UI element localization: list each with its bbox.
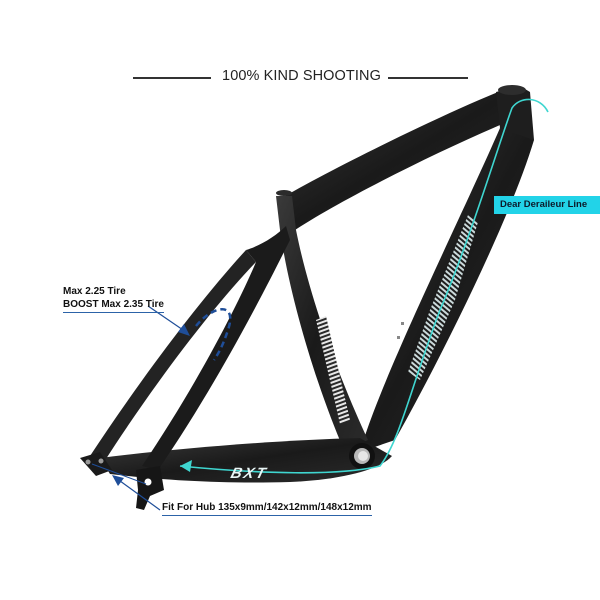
- hub-arrow-line: [115, 477, 161, 511]
- top-tube: [278, 92, 512, 232]
- bottom-bracket-bore: [358, 451, 368, 461]
- headline-rule-left: [133, 77, 211, 79]
- tire-clearance-curve: [195, 308, 232, 361]
- hub-arrow-head: [112, 475, 124, 486]
- dropout-hole: [144, 478, 152, 486]
- hub-spec-label: Fit For Hub 135x9mm/142x12mm/148x12mm: [162, 502, 372, 516]
- seat-stay-right: [142, 226, 290, 470]
- tire-arrow-line: [147, 305, 187, 333]
- derailleur-arrow-head: [180, 460, 192, 472]
- tire-clearance-line2: BOOST Max 2.35 Tire: [63, 298, 164, 313]
- bottle-bolt: [397, 336, 400, 339]
- dropout-bolt: [85, 459, 91, 465]
- headline-rule-right: [388, 77, 468, 79]
- tire-clearance-line1: Max 2.25 Tire: [63, 286, 126, 297]
- derailleur-line: [179, 98, 549, 474]
- dropout-bolt: [98, 458, 104, 464]
- bottle-bolt: [401, 322, 404, 325]
- head-tube-cap: [498, 85, 526, 95]
- brand-logo: BXT: [229, 465, 269, 482]
- dropout-left: [80, 452, 112, 476]
- seat-tube: [276, 196, 368, 450]
- dropout-right: [136, 466, 164, 510]
- tire-arrow-head: [178, 324, 190, 336]
- hub-pointer-line: [91, 463, 147, 485]
- page-headline: 100% KIND SHOOTING: [0, 68, 600, 88]
- seat-tube-graphic: [316, 316, 350, 424]
- seat-stay-left: [90, 250, 256, 462]
- tire-clearance-label: Max 2.25 Tire BOOST Max 2.35 Tire: [63, 285, 164, 313]
- chainstay: [100, 438, 392, 483]
- headline-text: 100% KIND SHOOTING: [222, 68, 381, 84]
- derailleur-line-callout: Dear Deraileur Line: [494, 196, 600, 214]
- seat-tube-top: [276, 190, 292, 196]
